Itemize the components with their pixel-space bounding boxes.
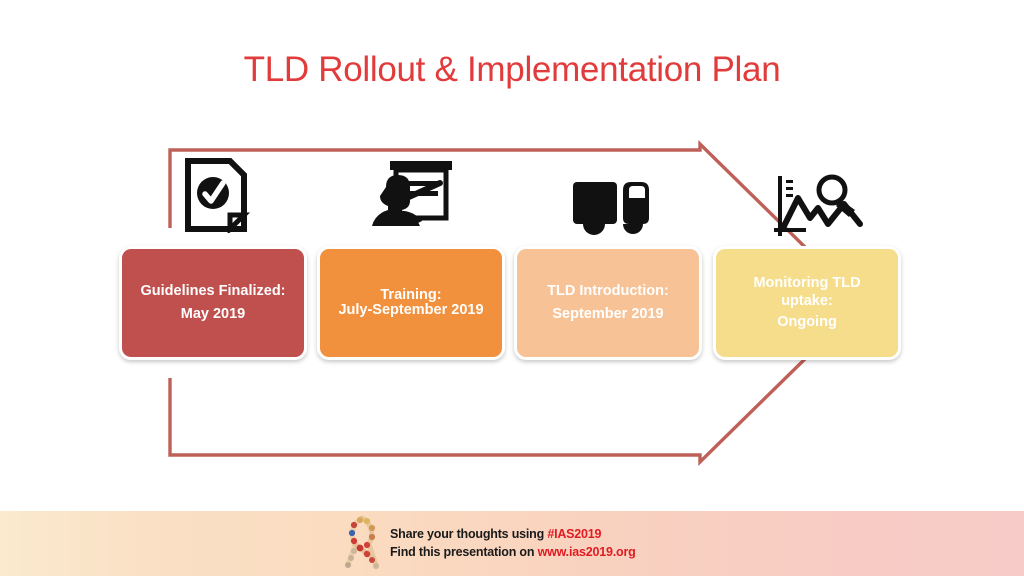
stage-heading: Guidelines Finalized: (140, 283, 286, 300)
stage-introduction[interactable]: TLD Introduction: September 2019 (514, 246, 702, 360)
stage-body: uptake: (781, 293, 833, 309)
training-presenter-icon (352, 153, 472, 233)
footer-content: Share your thoughts using #IAS2019 Find … (343, 512, 673, 574)
stage-body: September 2019 (552, 306, 664, 322)
stage-heading: Training: (380, 287, 442, 304)
delivery-truck-icon (552, 158, 672, 238)
aids-awareness-ribbon-icon (345, 515, 379, 569)
stage-body: July-September 2019 (338, 302, 484, 318)
stage-guidelines[interactable]: Guidelines Finalized: May 2019 (119, 246, 307, 360)
footer-text: Share your thoughts using #IAS2019 Find … (390, 525, 636, 561)
chart-magnifier-icon-glyph (774, 174, 863, 236)
stage-training[interactable]: Training: July-September 2019 (317, 246, 505, 360)
footer-line-2-prefix: Find this presentation on (390, 545, 538, 559)
footer-line-1: Share your thoughts using #IAS2019 (390, 525, 636, 543)
website-link[interactable]: www.ias2019.org (537, 545, 636, 559)
chart-magnifier-icon (758, 160, 878, 240)
stage-heading: Monitoring TLD (753, 275, 861, 292)
delivery-truck-icon-glyph (573, 182, 649, 235)
approved-document-icon (156, 153, 276, 233)
hashtag-ias2019: #IAS2019 (547, 526, 602, 541)
stage-monitoring[interactable]: Monitoring TLD uptake: Ongoing (713, 246, 901, 360)
footer-line-2: Find this presentation on www.ias2019.or… (390, 543, 636, 561)
footer-line-1-prefix: Share your thoughts using (390, 526, 548, 541)
stage-heading: TLD Introduction: (547, 283, 669, 300)
approved-document-icon-glyph (185, 158, 251, 233)
stage-body: May 2019 (180, 306, 246, 322)
stage-body-secondary: Ongoing (777, 314, 837, 330)
page-title: TLD Rollout & Implementation Plan (243, 50, 781, 89)
training-presenter-icon-glyph (372, 161, 452, 226)
footer-band (0, 511, 1024, 576)
